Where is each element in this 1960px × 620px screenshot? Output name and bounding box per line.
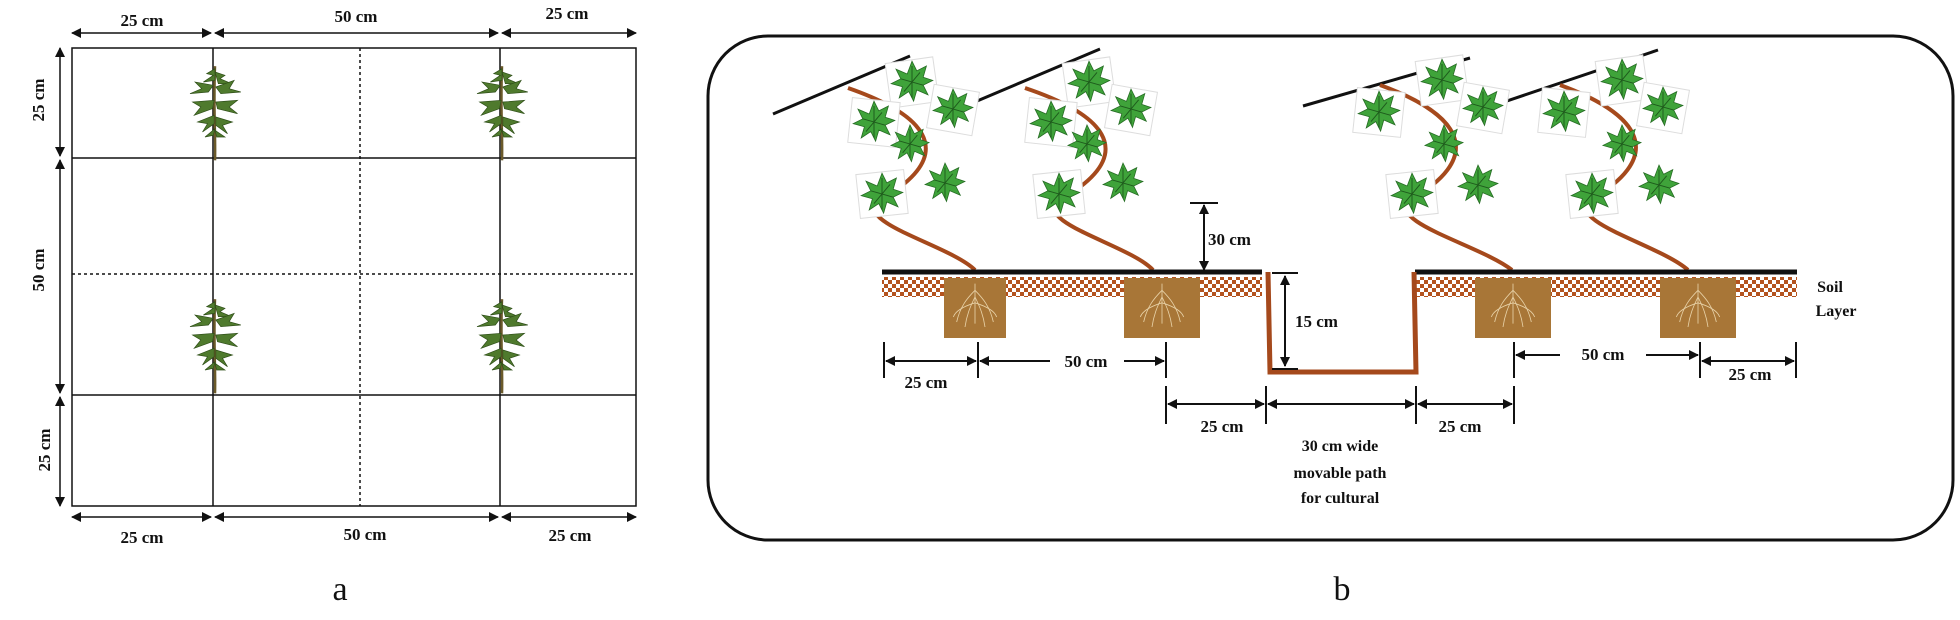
bottom-dim-label-3: 25 cm bbox=[549, 526, 592, 545]
top-dim-label-1: 25 cm bbox=[121, 11, 164, 30]
plant-icon bbox=[475, 297, 530, 395]
plant-icon bbox=[475, 64, 530, 162]
height-above-soil-label: 30 cm bbox=[1208, 230, 1251, 249]
left-bed-dim-50: 50 cm bbox=[1065, 352, 1108, 371]
trellis-wire bbox=[969, 47, 1101, 106]
trench-depth-label: 15 cm bbox=[1295, 312, 1338, 331]
top-dim-label-2: 50 cm bbox=[335, 7, 378, 26]
tomato-plant bbox=[1537, 54, 1691, 219]
panel-b-label: b bbox=[1334, 571, 1351, 608]
leaf-icon bbox=[1102, 162, 1144, 202]
right-bed-dim-25: 25 cm bbox=[1729, 365, 1772, 384]
side-dim-label-2: 50 cm bbox=[29, 249, 48, 292]
right-bed-dim-50: 50 cm bbox=[1582, 345, 1625, 364]
path-trench bbox=[1265, 271, 1419, 375]
left-bed-dim-25: 25 cm bbox=[905, 373, 948, 392]
path-side-dim-left: 25 cm bbox=[1201, 417, 1244, 436]
tomato-plant bbox=[1024, 56, 1159, 219]
bottom-dim-label-2: 50 cm bbox=[344, 525, 387, 544]
path-label-line1: 30 cm wide bbox=[1302, 438, 1378, 455]
plant-icon bbox=[188, 64, 243, 162]
plant-icon bbox=[188, 297, 243, 395]
panel-b-frame bbox=[706, 34, 1955, 542]
leaf-icon bbox=[1424, 124, 1464, 163]
panel-a: 25 cm 50 cm 25 cm 25 cm 50 cm 25 cm 25 c… bbox=[29, 4, 637, 608]
top-dim-label-3: 25 cm bbox=[546, 4, 589, 23]
panel-a-label: a bbox=[332, 571, 347, 608]
panel-b: 30 cm 15 cm Soil Layer 25 cm 50 cm 50 cm… bbox=[706, 34, 1955, 608]
leaf-icon bbox=[924, 162, 966, 202]
leaf-icon bbox=[1638, 164, 1680, 204]
bottom-dim-label-1: 25 cm bbox=[121, 528, 164, 547]
leaf-icon bbox=[1457, 164, 1499, 204]
soil-layer-band bbox=[882, 277, 1262, 297]
path-label-line3: for cultural bbox=[1301, 490, 1380, 507]
plot-border bbox=[71, 47, 637, 507]
path-side-dim-right: 25 cm bbox=[1439, 417, 1482, 436]
path-label-line2: movable path bbox=[1294, 465, 1387, 482]
soil-layer-label-line1: Soil bbox=[1817, 279, 1843, 296]
side-dim-label-3: 25 cm bbox=[35, 429, 54, 472]
soil-layer-band bbox=[1415, 277, 1797, 297]
tomato-plant bbox=[847, 56, 981, 219]
soil-layer-label-line2: Layer bbox=[1816, 303, 1857, 320]
side-dim-label-1: 25 cm bbox=[29, 79, 48, 122]
tomato-plant bbox=[1352, 54, 1511, 219]
